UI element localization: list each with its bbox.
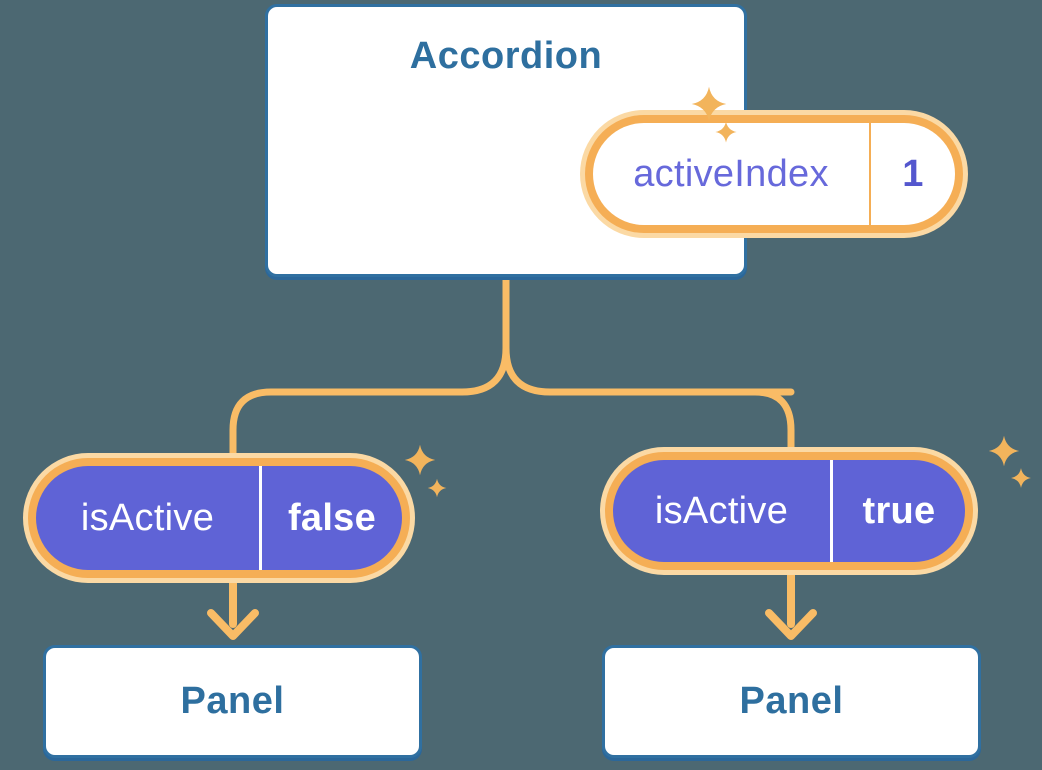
state-pill-activeindex: activeIndex 1 [580,110,968,238]
state-value: 1 [902,152,924,195]
pill-divider [830,460,833,562]
arrow-down-icon [765,563,817,640]
pill-divider [259,466,262,570]
panel-component-box: Panel [602,645,981,758]
state-pill-border: activeIndex 1 [585,115,963,233]
panel-title: Panel [739,680,844,722]
fork-connector [229,273,795,482]
prop-name-label: isActive [654,489,789,532]
prop-name-label: isActive [80,496,215,539]
prop-pill-border: isActive false [28,458,410,578]
arrow-down-icon [207,571,259,640]
prop-pill-isactive-false: isActive false [23,453,415,583]
panel-component-box: Panel [43,645,422,758]
prop-value: true [862,489,936,532]
state-name-label: activeIndex [633,152,829,195]
pill-divider [869,123,871,225]
accordion-title: Accordion [409,35,603,77]
panel-title: Panel [180,680,285,722]
accordion-component-box: Accordion activeIndex 1 [265,4,968,277]
prop-pill-border: isActive true [605,452,973,570]
prop-pill-isactive-true: isActive true [600,447,978,575]
prop-value: false [287,496,377,539]
